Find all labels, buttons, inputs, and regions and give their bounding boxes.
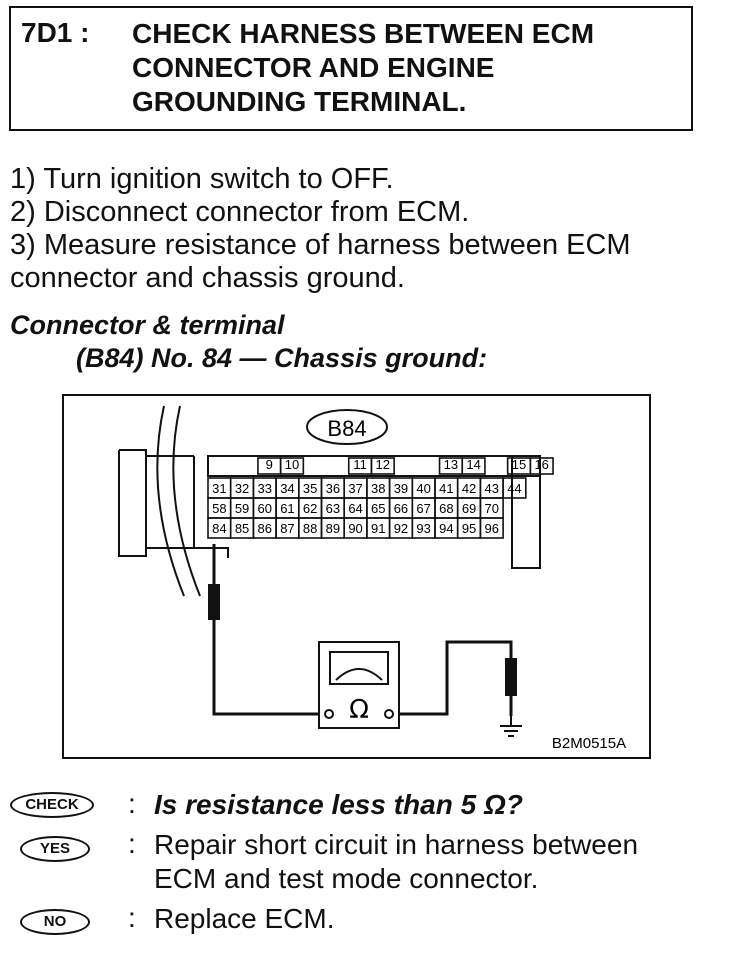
terminal-number: 33: [258, 481, 272, 496]
terminal-number: 39: [394, 481, 408, 496]
terminal-number: 16: [534, 457, 548, 472]
terminal-labels: 9 10 11 12 13 14 15 16 31 32 33 34 35 36 37 38 39 40 41 42 4…: [212, 457, 549, 536]
check-question: Is resistance less than 5 Ω?: [154, 789, 523, 820]
ground-icon: [500, 716, 522, 737]
connector-detail: (B84) No. 84 — Chassis ground:: [76, 343, 488, 373]
terminal-number: 91: [371, 521, 385, 536]
colon: :: [128, 902, 136, 933]
terminal-number: 15: [512, 457, 526, 472]
terminal-number: 60: [258, 501, 272, 516]
terminal-number: 69: [462, 501, 476, 516]
header-box: 7D1 : CHECK HARNESS BETWEEN ECM CONNECTO…: [9, 6, 693, 131]
terminal-number: 12: [376, 457, 390, 472]
terminal-number: 32: [235, 481, 249, 496]
title-line: GROUNDING TERMINAL.: [132, 86, 467, 117]
terminal-number: 64: [348, 501, 362, 516]
terminal-number: 68: [439, 501, 453, 516]
colon: :: [128, 828, 136, 859]
terminal-cell: [279, 457, 305, 475]
diagram-svg: B84 9 10 11 12 13 14 15 16 31 32 33 34 35 36 37 38 39 40 4…: [118, 405, 626, 752]
terminal-number: 63: [326, 501, 340, 516]
no-badge: NO: [20, 909, 90, 935]
step-3-continued: connector and chassis ground.: [10, 262, 405, 294]
terminal-number: 14: [466, 457, 480, 472]
terminal-cell: [370, 457, 395, 475]
terminal-number: 36: [326, 481, 340, 496]
terminal-number: 41: [439, 481, 453, 496]
terminal-number: 58: [212, 501, 226, 516]
terminal-number: 88: [303, 521, 317, 536]
terminal-number: 87: [280, 521, 294, 536]
connector-label: B84: [327, 416, 366, 441]
terminal-grid: [207, 457, 554, 539]
ohm-symbol: Ω: [349, 695, 369, 725]
terminal-number: 59: [235, 501, 249, 516]
yes-action-line: Repair short circuit in harness between: [154, 829, 639, 860]
terminal-number: 92: [394, 521, 408, 536]
terminal-number: 85: [235, 521, 249, 536]
figure-code: B2M0515A: [552, 735, 626, 752]
terminal-number: 86: [258, 521, 272, 536]
terminal-number: 96: [485, 521, 499, 536]
terminal-number: 9: [266, 457, 273, 472]
probe-wires: [212, 544, 513, 716]
terminal-number: 94: [439, 521, 453, 536]
terminal-number: 65: [371, 501, 385, 516]
terminal-number: 70: [485, 501, 499, 516]
step-3: 3) Measure resistance of harness between…: [10, 229, 631, 261]
title-line: CONNECTOR AND ENGINE: [132, 52, 495, 83]
terminal-number: 11: [353, 457, 367, 472]
terminal-number: 44: [507, 481, 521, 496]
terminal-number: 38: [371, 481, 385, 496]
connector-body: [118, 449, 541, 569]
step-2: 2) Disconnect connector from ECM.: [10, 196, 470, 228]
terminal-number: 37: [348, 481, 362, 496]
colon: :: [128, 788, 136, 819]
terminal-number: 89: [326, 521, 340, 536]
probe-lead-left: [208, 584, 220, 620]
terminal-cell: [479, 517, 504, 539]
terminal-number: 95: [462, 521, 476, 536]
wiring-diagram: B84 9 10 11 12 13 14 15 16 31 32 33 34 35 36 37 38 39 40 4…: [62, 394, 651, 759]
terminal-number: 40: [416, 481, 430, 496]
terminal-number: 61: [280, 501, 294, 516]
terminal-number: 93: [416, 521, 430, 536]
cable-break-lines: [156, 405, 201, 597]
title-line: CHECK HARNESS BETWEEN ECM: [132, 18, 595, 49]
terminal-number: 31: [212, 481, 226, 496]
step-code: 7D1 :: [21, 17, 90, 48]
connector-label-oval: [306, 409, 388, 445]
connector-heading: Connector & terminal: [10, 310, 285, 340]
step-title: CHECK HARNESS BETWEEN ECM CONNECTOR AND …: [132, 17, 594, 119]
terminal-number: 42: [462, 481, 476, 496]
ohmmeter-icon: [318, 641, 400, 729]
no-action: Replace ECM.: [154, 903, 335, 934]
terminal-number: 35: [303, 481, 317, 496]
yes-action-line: ECM and test mode connector.: [154, 863, 539, 894]
yes-badge: YES: [20, 836, 90, 862]
terminal-number: 62: [303, 501, 317, 516]
terminal-number: 34: [280, 481, 294, 496]
check-badge: CHECK: [10, 792, 94, 818]
terminal-number: 10: [285, 457, 299, 472]
terminal-number: 67: [416, 501, 430, 516]
terminal-number: 84: [212, 521, 226, 536]
probe-lead-right: [505, 658, 517, 696]
terminal-number: 43: [485, 481, 499, 496]
terminal-number: 90: [348, 521, 362, 536]
terminal-number: 66: [394, 501, 408, 516]
procedure-steps: 1) Turn ignition switch to OFF. 2) Disco…: [10, 163, 631, 295]
terminal-cell: [529, 457, 554, 475]
terminal-cell: [502, 477, 527, 499]
terminal-number: 13: [444, 457, 458, 472]
terminal-cell: [461, 457, 486, 475]
step-1: 1) Turn ignition switch to OFF.: [10, 163, 394, 195]
